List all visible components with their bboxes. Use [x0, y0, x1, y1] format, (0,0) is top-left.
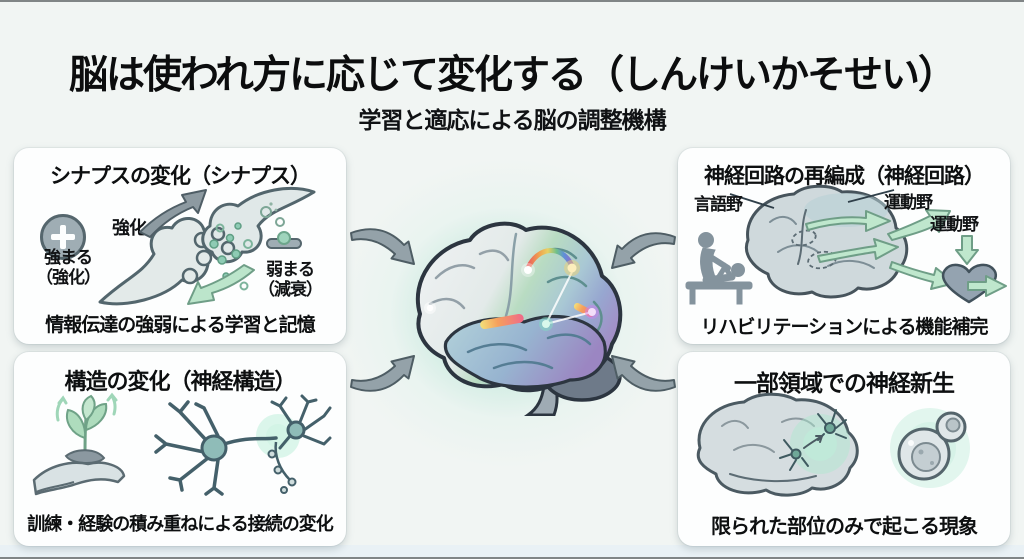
cell-division-icon — [890, 408, 970, 488]
structure-panel-title: 構造の変化（神経構造） — [64, 369, 296, 394]
panel-neurogenesis: 一部領域での神経新生 — [678, 352, 1010, 546]
rewiring-green-arrows — [805, 209, 979, 290]
inward-arrow-top-left — [350, 228, 415, 265]
central-brain-illustration — [415, 221, 623, 416]
rewiring-panel-caption: リハビリテーションによる機能補完 — [700, 317, 988, 338]
bottom-band — [0, 545, 1024, 557]
temporal-lobe — [443, 314, 607, 389]
neurogenesis-brain-icon — [696, 392, 859, 497]
rehab-person-icon — [685, 232, 753, 305]
neuron-boutons — [267, 441, 297, 494]
inward-arrow-bottom-left — [350, 355, 415, 392]
rewiring-illustration — [685, 184, 1007, 305]
plus-icon — [40, 214, 86, 260]
structure-illustration — [32, 392, 332, 496]
neurogenesis-illustration — [696, 392, 970, 497]
neurogenesis-panel-title: 一部領域での神経新生 — [734, 370, 955, 396]
strengthen-arrow-label: 強化 — [112, 218, 147, 238]
page-title: 脳は使われ方に応じて変化する（しんけいかそせい） — [68, 54, 957, 97]
panel-circuit-rewiring: 神経回路の再編成（神経回路） — [678, 148, 1010, 344]
inward-arrow-bottom-right — [611, 355, 676, 392]
heart-icon — [941, 263, 1007, 304]
stronger-label: 強まる （強化） — [36, 248, 101, 287]
synapse-illustration — [98, 186, 316, 306]
neuron-icon-small — [270, 394, 332, 450]
motor-area-label-2: 運動野 — [930, 215, 979, 234]
synapse-panel-title: シナプスの変化（シナプス） — [50, 165, 311, 188]
strengthen-arrow-icon — [139, 189, 207, 238]
page-subtitle: 学習と適応による脳の調整機構 — [358, 107, 666, 133]
new-neuron-icons — [779, 409, 847, 471]
language-area-label: 言語野 — [694, 195, 743, 214]
synapse-terminal-right — [201, 186, 316, 264]
bottom-edge-bar — [0, 557, 1024, 559]
hand-plant-icon — [32, 392, 126, 496]
neurogenesis-panel-caption: 限られた部位のみで起こる現象 — [711, 516, 978, 538]
weaker-label: 弱まる （減衰） — [258, 260, 323, 299]
structure-panel-caption: 訓練・経験の積み重ねによる接続の変化 — [27, 514, 333, 534]
inward-arrow-top-right — [611, 232, 676, 269]
top-edge-bar — [0, 0, 1024, 2]
panel-synapse-change: シナプスの変化（シナプス） 強まる （強化） 強化 弱まる （減衰） — [14, 148, 346, 344]
panel-structure-change: 構造の変化（神経構造） — [14, 352, 346, 546]
synapse-panel-caption: 情報伝達の強弱による学習と記憶 — [45, 315, 315, 336]
neural-pathway-highlights — [424, 248, 599, 331]
weaken-arrow-icon — [187, 264, 255, 305]
neuron-icon-large — [154, 400, 278, 496]
rewiring-panel-title: 神経回路の再編成（神経回路） — [704, 165, 985, 188]
motor-area-label-1: 運動野 — [884, 193, 933, 212]
